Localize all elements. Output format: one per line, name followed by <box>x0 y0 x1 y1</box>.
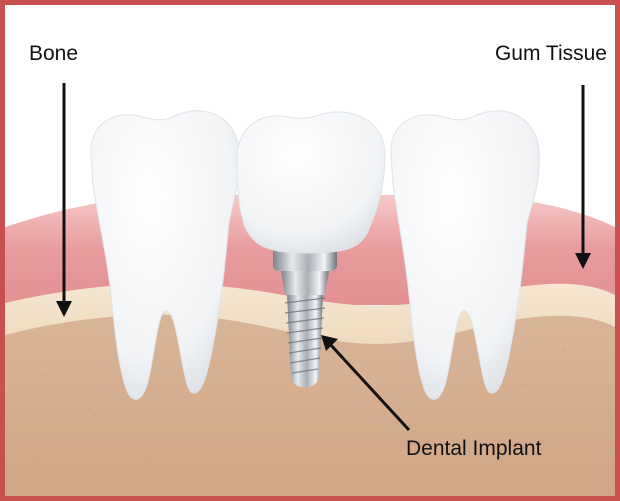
dental-implant-label: Dental Implant <box>406 438 541 459</box>
gum-tissue-label: Gum Tissue <box>495 43 607 64</box>
implant-crown <box>237 112 385 253</box>
bone-label: Bone <box>29 43 78 64</box>
dental-implant-illustration <box>5 5 615 496</box>
